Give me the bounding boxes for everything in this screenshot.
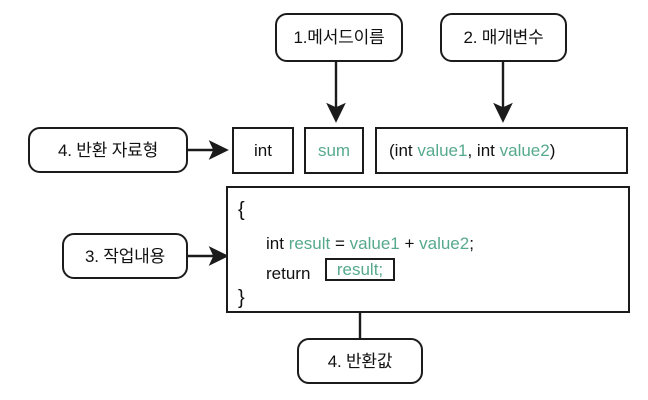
return-value-text: result;: [336, 259, 384, 279]
close-brace: }: [238, 287, 245, 309]
callout-return-type-label: 4. 반환 자료형: [57, 140, 159, 160]
parameter-token-3: ,: [467, 140, 477, 160]
return-value-box[interactable]: result;: [325, 258, 395, 281]
callout-return-value[interactable]: 4. 반환값: [297, 338, 423, 384]
body-line1-token-0: int: [266, 234, 289, 253]
callout-return-value-label: 4. 반환값: [327, 351, 393, 371]
body-statement-line: int result = value1 + value2;: [266, 235, 474, 252]
callout-method-name-label: 1.메서드이름: [293, 28, 385, 47]
callout-body-label: 3. 작업내용: [84, 246, 166, 266]
method-name-text: sum: [317, 140, 351, 160]
return-keyword: return: [266, 264, 311, 283]
parameter-token-2: value1: [417, 140, 468, 160]
parameter-token-6: ): [549, 140, 556, 160]
body-line1-token-6: ;: [469, 234, 474, 253]
callout-return-type[interactable]: 4. 반환 자료형: [28, 127, 188, 173]
parameter-token-1: int: [394, 140, 418, 160]
parameter-token-0: (: [389, 140, 395, 160]
parameter-token-5: value2: [499, 140, 550, 160]
parameter-token-4: int: [476, 140, 500, 160]
body-line1-token-3: value1: [349, 234, 400, 253]
parameters-box[interactable]: (int value1, int value2): [375, 127, 628, 174]
body-line1-token-1: result: [288, 234, 331, 253]
return-type-box[interactable]: int: [232, 127, 294, 174]
callout-parameters-label: 2. 매개변수: [463, 28, 544, 47]
body-line1-token-2: =: [330, 234, 350, 253]
callout-method-name[interactable]: 1.메서드이름: [275, 13, 403, 62]
parameters-text: (int value1, int value2): [389, 141, 555, 161]
method-name-box[interactable]: sum: [304, 127, 364, 174]
body-line1-token-5: value2: [419, 234, 470, 253]
callout-parameters[interactable]: 2. 매개변수: [440, 13, 567, 62]
method-body-box[interactable]: { int result = value1 + value2; return }: [226, 186, 630, 313]
callout-body[interactable]: 3. 작업내용: [62, 233, 188, 279]
body-line1-token-4: +: [399, 234, 420, 253]
return-type-text: int: [254, 140, 272, 160]
open-brace: {: [238, 199, 245, 221]
